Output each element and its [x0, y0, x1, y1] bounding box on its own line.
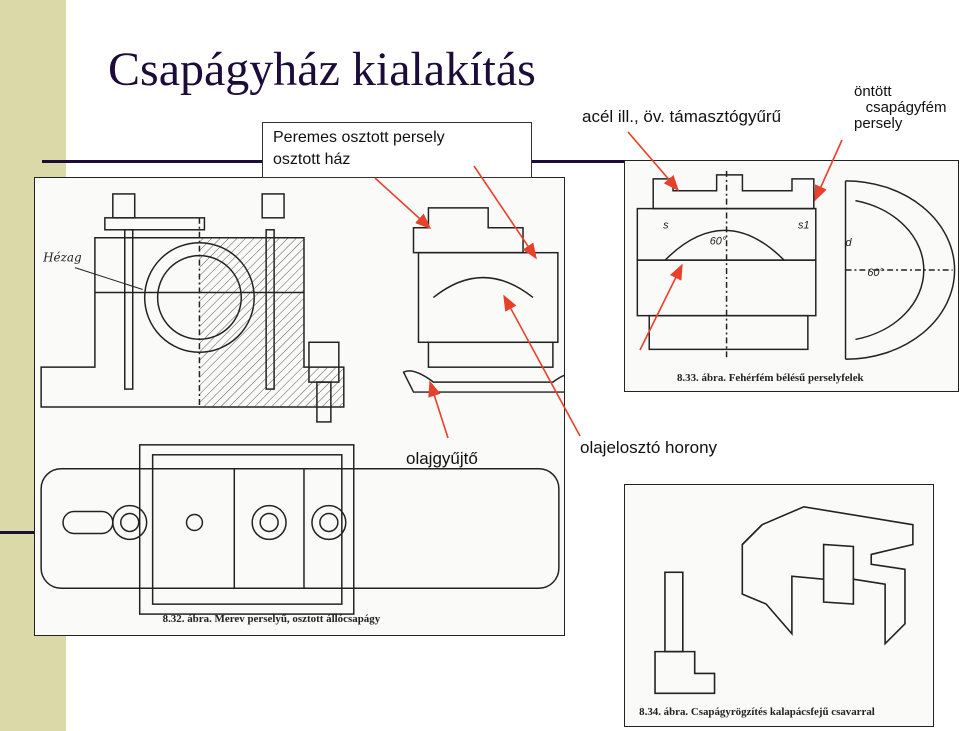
label-flanged-bushing: Peremes osztott persely: [273, 129, 445, 146]
split-bushing-label-box: Peremes osztott persely osztott ház: [262, 122, 532, 178]
figure-8-34: 8.34. ábra. Csapágyrögzítés kalapácsfejű…: [624, 484, 934, 727]
label-cast-bearing-metal: öntött csapágyfém persely: [854, 84, 958, 132]
label-split-housing: osztott ház: [273, 151, 351, 168]
slide-title: Csapágyház kialakítás: [108, 43, 536, 96]
label-steel-support-ring: acél ill., öv. támasztógyűrű: [582, 107, 782, 126]
label-oil-collector: olajgyűjtő: [406, 449, 478, 468]
bushing-drawing: 60° 60° s s1 d 8.33. ábra. Fehérfém bélé…: [636, 170, 956, 384]
gap-label: Hézag: [42, 251, 82, 265]
figure-8-34-caption: 8.34. ábra. Csapágyrögzítés kalapácsfejű…: [639, 706, 875, 718]
label-cast-line1: öntött: [854, 83, 892, 100]
figure-8-33-caption: 8.33. ábra. Fehérfém bélésű perselyfelek: [677, 372, 865, 384]
angle-label-1: 60°: [710, 235, 727, 247]
dim-s1-label: s1: [798, 219, 810, 231]
label-cast-line3: persely: [854, 115, 903, 132]
label-oil-groove: olajelosztó horony: [580, 438, 718, 457]
angle-label-2: 60°: [867, 267, 884, 279]
label-cast-line2: csapágyfém: [865, 99, 947, 116]
bearing-drawing: Hézag 8.32. ábra. Merev perselyű, osztot…: [40, 193, 564, 625]
figure-8-32: Hézag 8.32. ábra. Merev perselyű, osztot…: [34, 177, 565, 636]
dim-s-label: s: [663, 219, 669, 231]
figure-8-32-caption: 8.32. ábra. Merev perselyű, osztott álló…: [163, 613, 381, 625]
hammer-bolt-drawing: 8.34. ábra. Csapágyrögzítés kalapácsfejű…: [639, 505, 914, 718]
sidebar-rule: [0, 531, 34, 534]
figure-8-33: 60° 60° s s1 d 8.33. ábra. Fehérfém bélé…: [624, 160, 959, 392]
dim-d-label: d: [846, 237, 853, 249]
